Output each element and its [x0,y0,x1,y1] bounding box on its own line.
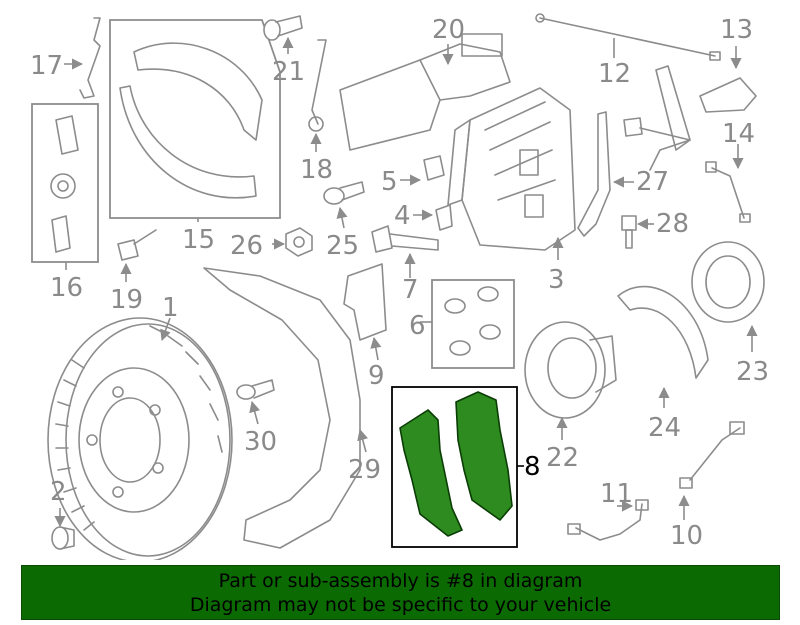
callout-23: 23 [736,357,769,387]
pad-wear-sensor-part[interactable] [679,421,745,489]
hardware-kit-part[interactable] [31,103,99,263]
banner-part-number-text: Part or sub-assembly is #8 in diagram [218,569,583,592]
callout-17: 17 [30,51,63,81]
brake-pad-set-part[interactable] [391,386,518,548]
sensor-wire-part[interactable] [567,499,649,541]
callout-6: 6 [409,311,426,341]
callout-10: 10 [670,521,703,551]
rotor-bolt-part[interactable] [51,526,75,550]
brake-hose-part[interactable] [308,39,327,132]
wheel-hub-part[interactable] [524,321,617,419]
hub-bolt-part[interactable] [621,215,637,249]
bleeder-screw-part[interactable] [435,204,453,231]
callout-18: 18 [300,155,333,185]
callout-5: 5 [381,167,398,197]
abs-sensor-part[interactable] [705,161,751,223]
splash-shield-part[interactable] [203,267,361,549]
shield-bolt-part[interactable] [236,379,275,400]
callout-14: 14 [722,119,755,149]
callout-28: 28 [656,209,689,239]
banner-disclaimer-text: Diagram may not be specific to your vehi… [189,593,612,616]
callout-25: 25 [326,231,359,261]
hose-fitting-part[interactable] [117,229,157,261]
parts-diagram: 1 2 3 4 5 6 7 8 9 10 11 12 13 14 15 16 1… [30,13,769,560]
callout-15: 15 [182,225,215,255]
callout-9: 9 [368,361,385,391]
callout-16: 16 [50,273,83,303]
caliper-part[interactable] [447,87,576,251]
callout-7: 7 [402,275,419,305]
caliper-bolt-part[interactable] [371,225,439,253]
callout-3: 3 [548,265,565,295]
brake-rotor-part[interactable] [47,317,233,560]
callout-22: 22 [546,443,579,473]
callout-8-highlighted: 8 [524,452,541,482]
line-bracket-part[interactable] [577,111,611,237]
parking-brake-actuator-part[interactable] [339,33,511,151]
callout-24: 24 [648,413,681,443]
pad-clip-part[interactable] [343,263,387,341]
callout-13: 13 [720,15,753,45]
brake-line-part[interactable] [535,13,721,61]
bleeder-bolt-part[interactable] [263,15,303,41]
nut-part[interactable] [285,227,313,257]
callout-2: 2 [50,477,67,507]
callout-26: 26 [230,231,263,261]
parking-brake-shoe-part[interactable] [109,19,281,219]
callout-21: 21 [272,57,305,87]
piston-kit-part[interactable] [431,279,515,369]
callout-19: 19 [110,285,143,315]
callout-20: 20 [432,15,465,45]
callout-11: 11 [600,479,633,509]
bracket-part[interactable] [623,65,757,171]
callout-4: 4 [394,201,411,231]
fitting-part[interactable] [423,155,445,181]
wheel-bearing-part[interactable] [691,241,765,323]
backing-plate-part[interactable] [617,285,709,379]
callout-12: 12 [598,59,631,89]
callout-29: 29 [348,455,381,485]
return-spring-part[interactable] [79,17,101,99]
callout-27: 27 [636,167,669,197]
callout-labels: 1 2 3 4 5 6 7 8 9 10 11 12 13 14 15 16 1… [30,15,769,551]
bracket-bolt-part[interactable] [323,181,365,205]
leader-lines [54,36,758,528]
callout-1: 1 [162,293,179,323]
info-banner: Part or sub-assembly is #8 in diagram Di… [21,565,780,620]
callout-30: 30 [244,427,277,457]
